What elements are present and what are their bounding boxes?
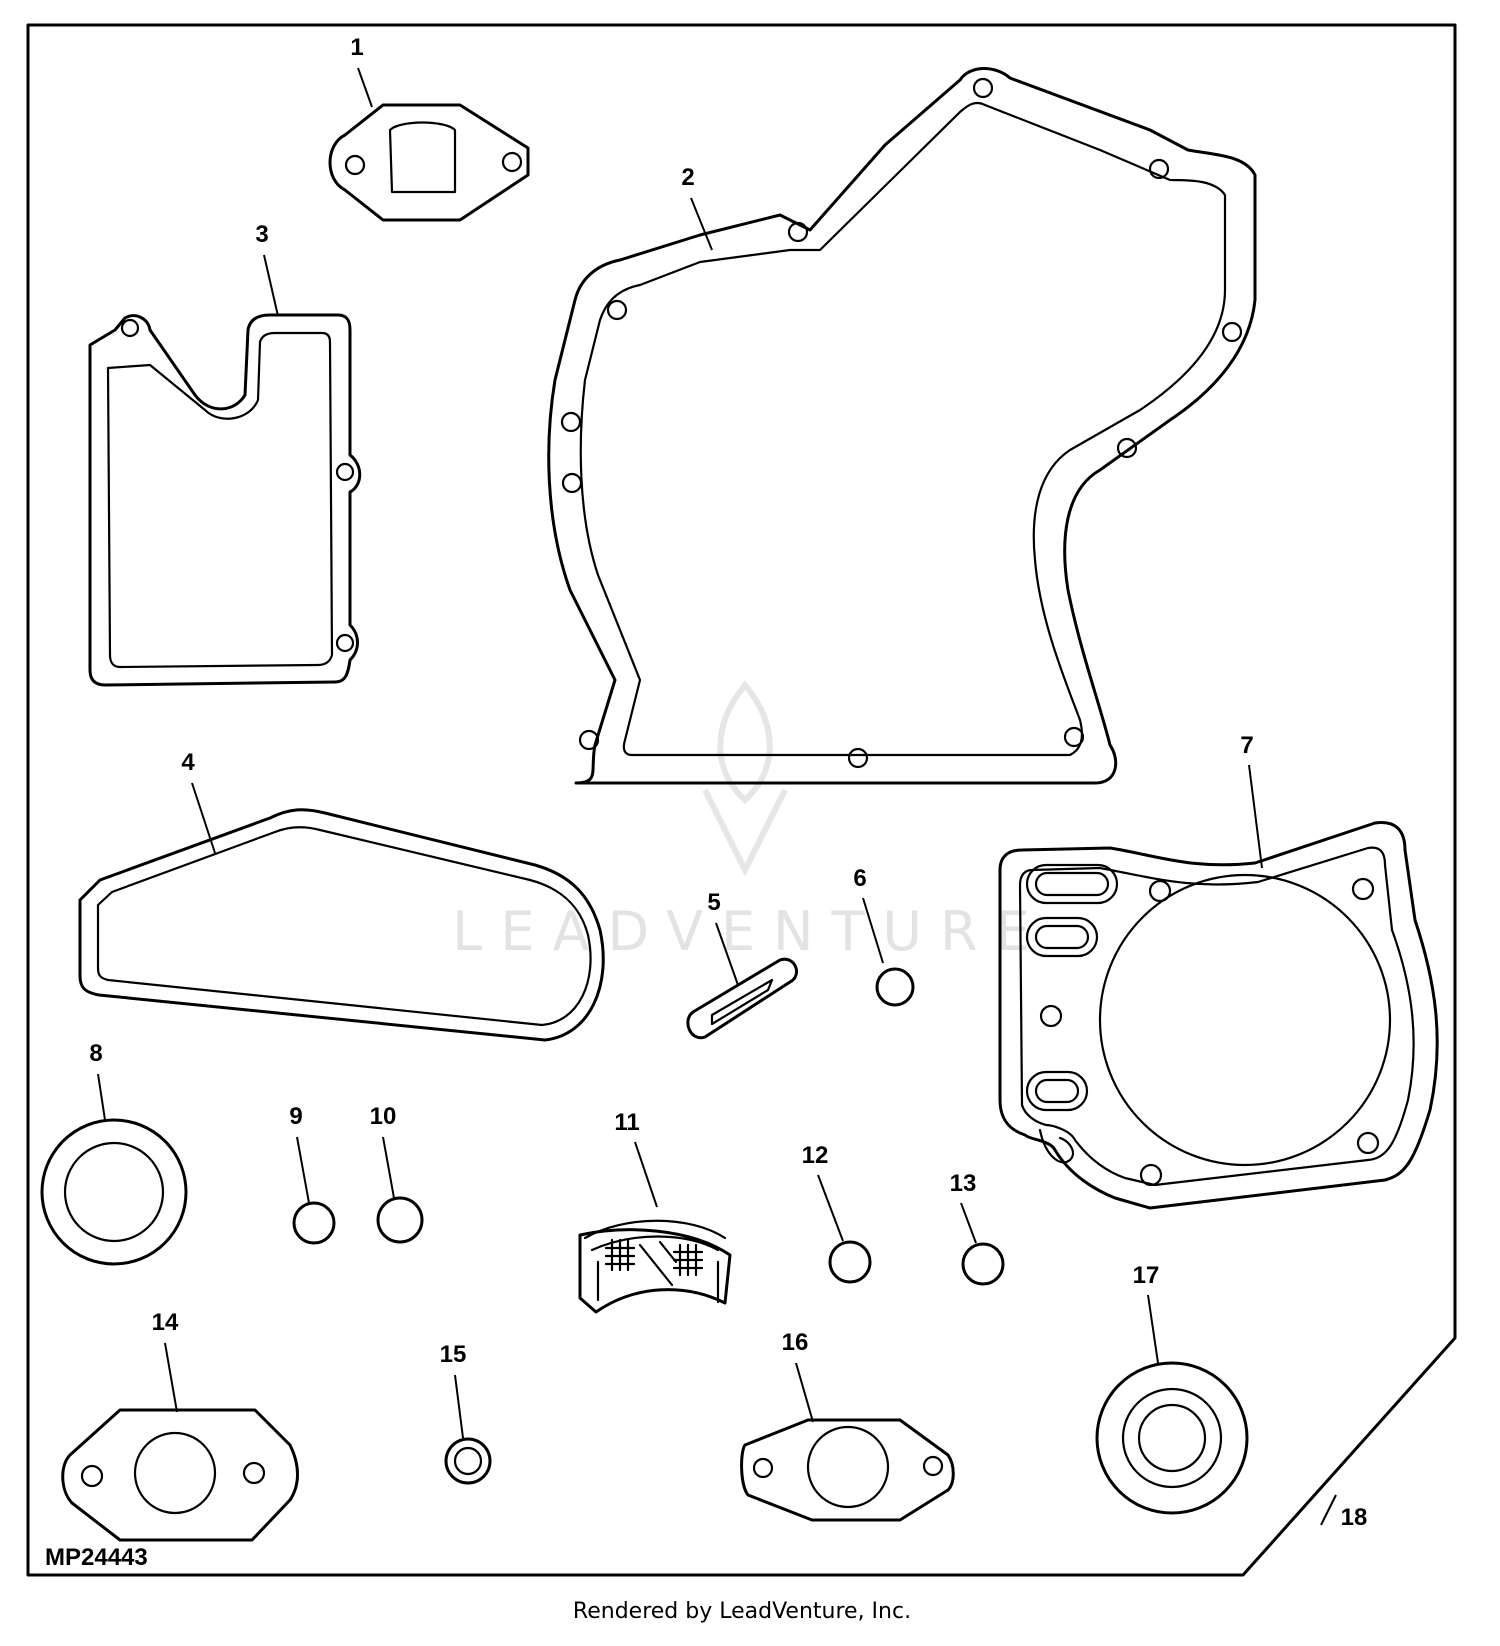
callout-11: 11 [614,1109,639,1136]
callout-1: 1 [350,34,363,61]
part-8-oil-seal[interactable] [40,1118,188,1266]
part-12-o-ring[interactable] [828,1240,872,1284]
callout-6: 6 [853,865,866,892]
part-1-gasket[interactable] [328,103,530,222]
footer-credit: Rendered by LeadVenture, Inc. [573,1599,911,1624]
part-10-o-ring[interactable] [376,1196,424,1244]
callout-17: 17 [1133,1262,1160,1289]
callout-2: 2 [681,164,694,191]
callout-4: 4 [181,749,195,776]
part-4-filter-element[interactable] [78,808,605,1042]
callout-3: 3 [255,221,268,248]
callout-13: 13 [950,1170,977,1197]
watermark-text: LEADVENTURE [452,900,1047,963]
part-14-gasket[interactable] [61,1408,299,1542]
callout-numbers: 1 2 3 4 5 6 7 8 9 10 11 12 13 14 15 16 1… [89,34,1367,1531]
part-2-bolt-holes [560,77,1243,769]
callout-9: 9 [289,1103,302,1130]
part-9-o-ring[interactable] [292,1201,336,1245]
callout-5: 5 [707,889,720,916]
callout-7: 7 [1240,732,1253,759]
part-3-cover-gasket[interactable] [88,313,362,687]
part-13-o-ring[interactable] [961,1242,1005,1286]
part-6-o-ring[interactable] [875,967,915,1007]
callout-10: 10 [370,1103,397,1130]
callout-15: 15 [440,1341,467,1368]
part-2-crankcase-gasket[interactable] [547,67,1257,785]
callout-8: 8 [89,1040,102,1067]
diagram-code: MP24443 [45,1544,148,1571]
callout-12: 12 [802,1142,829,1169]
watermark-flame-logo [702,680,788,877]
leader-lines [97,67,1337,1526]
part-11-screen-insert[interactable] [578,1219,732,1314]
callout-18: 18 [1341,1504,1368,1531]
part-5-slotted-gasket[interactable] [686,957,798,1040]
part-16-gasket[interactable] [740,1418,955,1522]
callout-16: 16 [782,1329,809,1356]
part-7-head-gasket[interactable] [998,820,1439,1210]
part-17-lip-seal[interactable] [1095,1361,1249,1515]
diagram-border [26,23,1457,1577]
part-15-seal[interactable] [444,1437,492,1485]
callout-14: 14 [152,1309,179,1336]
